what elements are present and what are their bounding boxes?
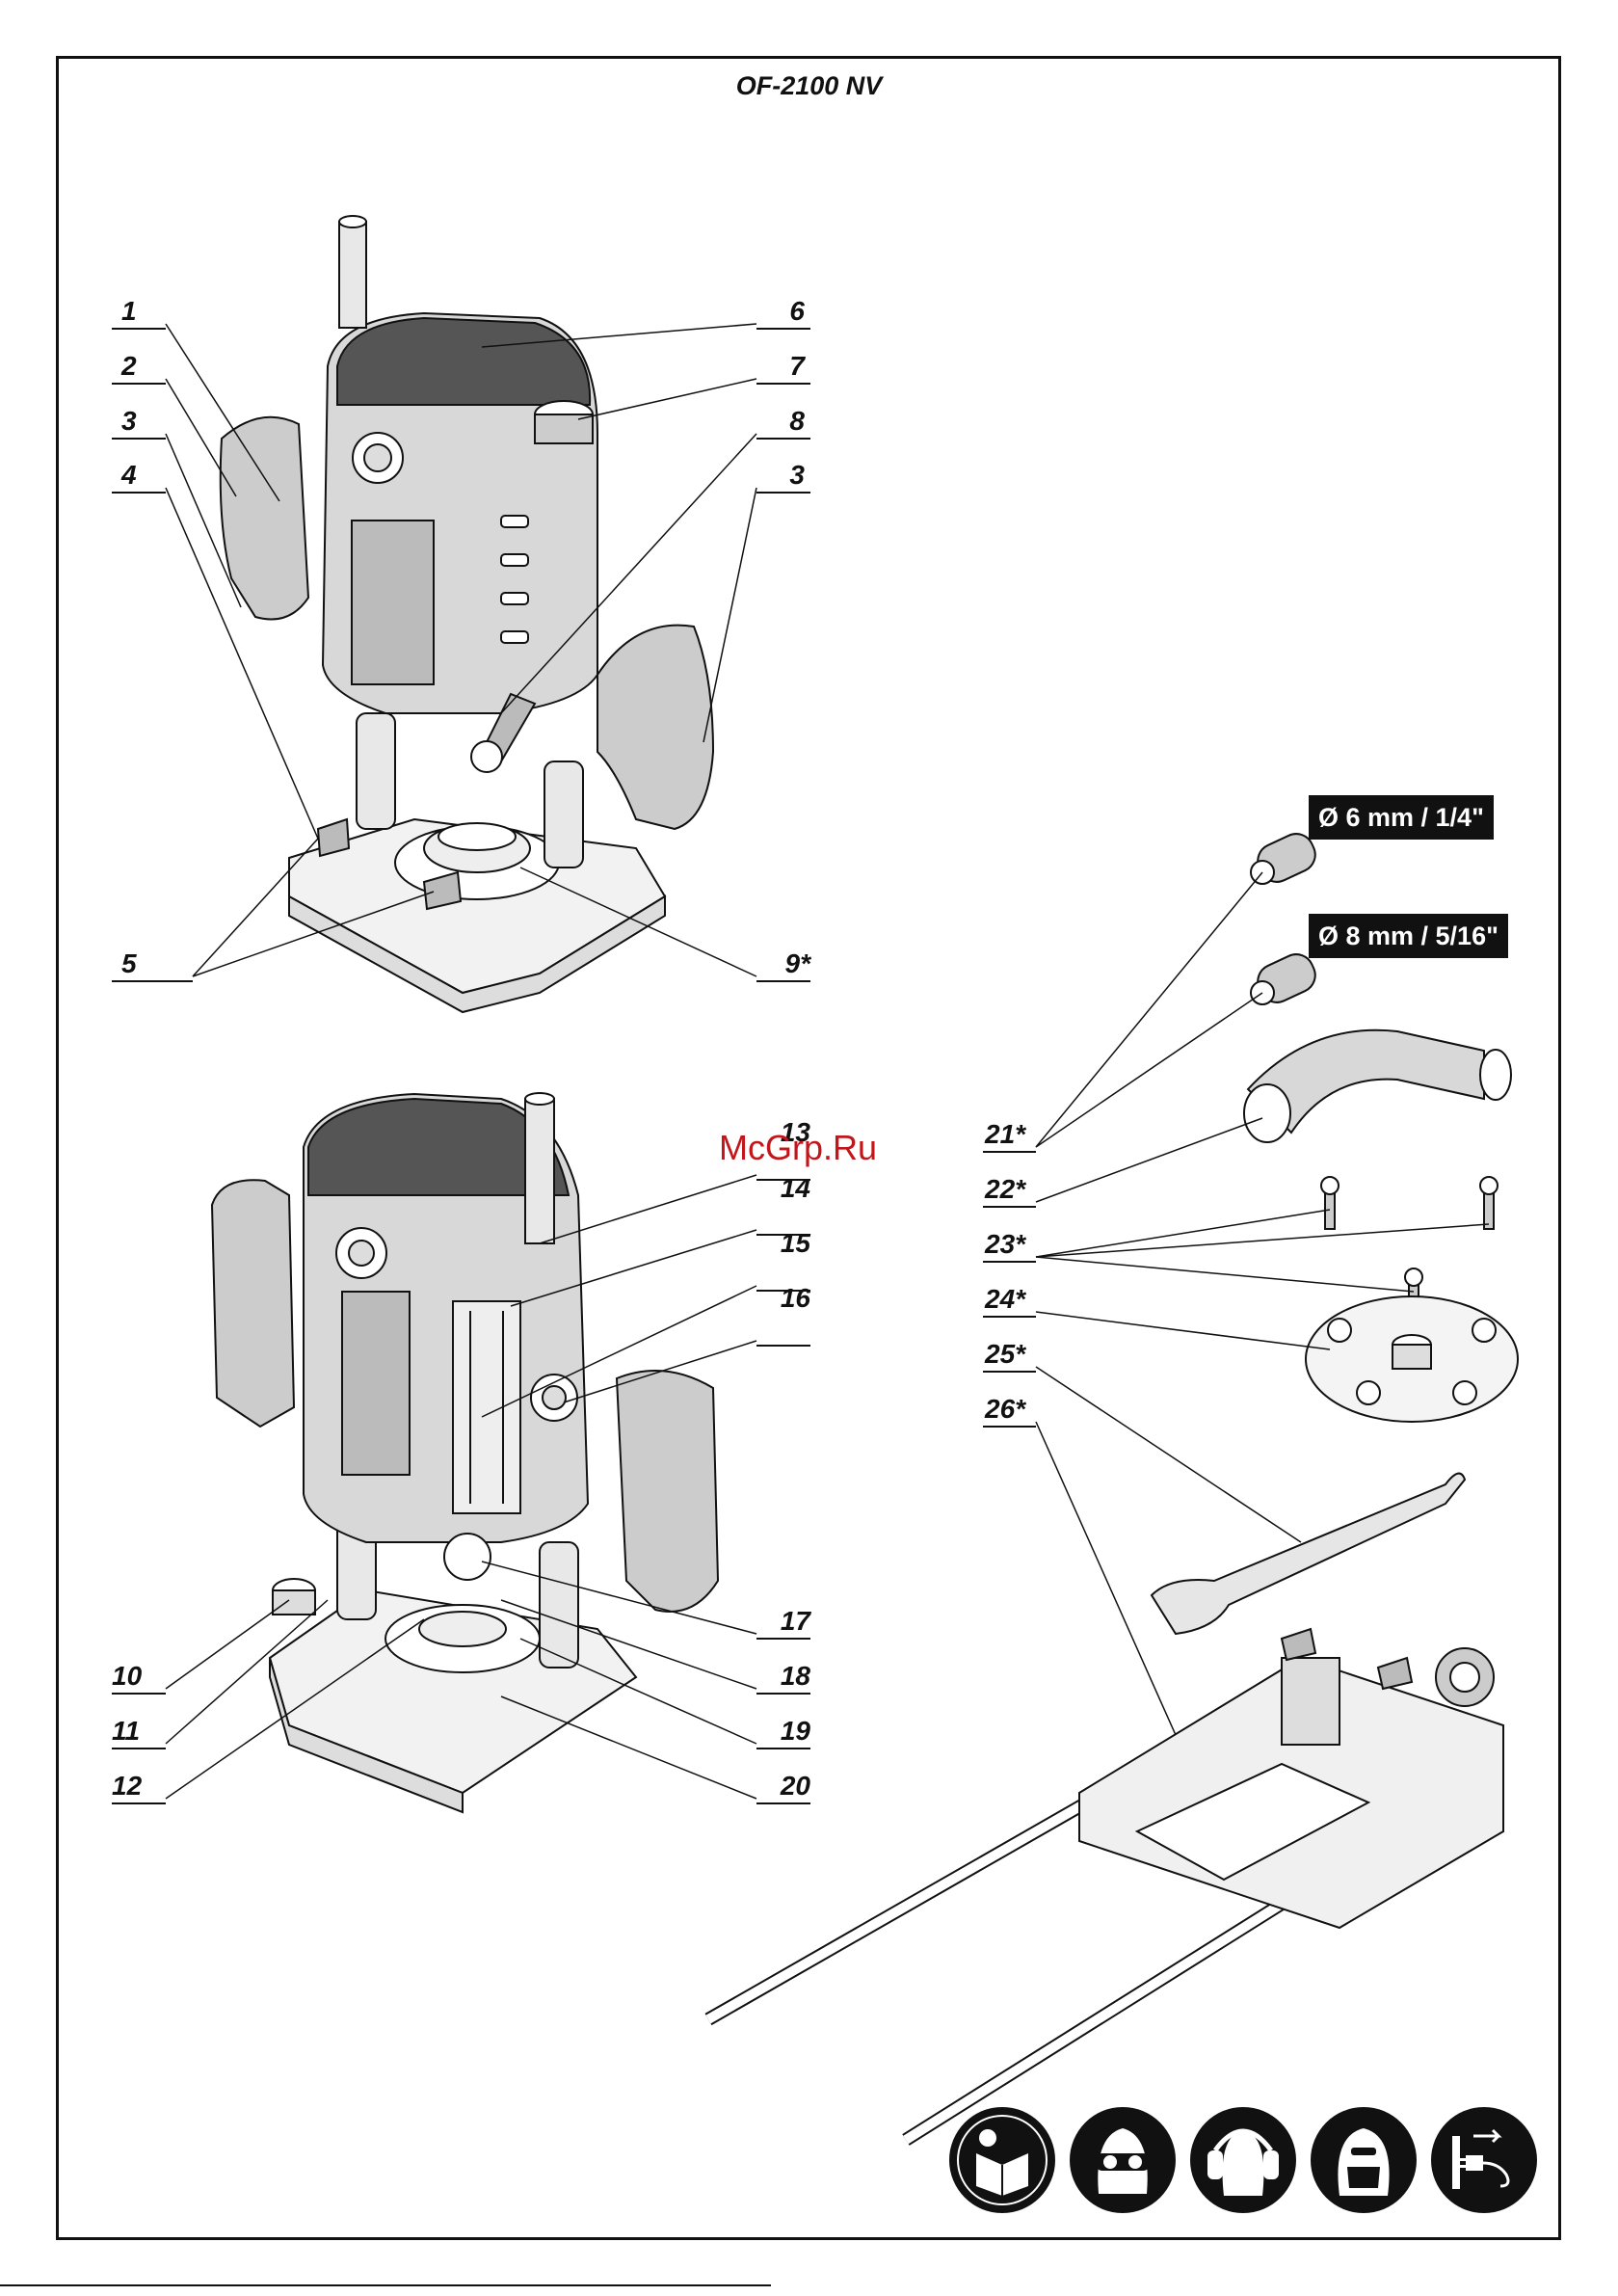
callout-3-left: 3 bbox=[121, 407, 137, 436]
router-lower-illustration bbox=[212, 1093, 718, 1812]
callout-8: 8 bbox=[756, 407, 805, 436]
callout-7: 7 bbox=[756, 352, 805, 381]
callout-4: 4 bbox=[121, 461, 137, 490]
callout-17: 17 bbox=[756, 1607, 810, 1636]
callout-9: 9* bbox=[756, 949, 810, 978]
callout-22: 22* bbox=[985, 1175, 1025, 1204]
collet-tag-6mm: Ø 6 mm / 1/4" bbox=[1309, 795, 1494, 840]
callout-19: 19 bbox=[756, 1717, 810, 1746]
callout-2: 2 bbox=[121, 352, 137, 381]
callout-3-right: 3 bbox=[756, 461, 805, 490]
callout-23: 23* bbox=[985, 1230, 1025, 1259]
watermark: McGrp.Ru bbox=[719, 1128, 877, 1168]
callout-24: 24* bbox=[985, 1285, 1025, 1314]
accessories-illustration bbox=[708, 828, 1518, 2140]
callout-26: 26* bbox=[985, 1395, 1025, 1424]
callout-25: 25* bbox=[985, 1340, 1025, 1369]
callout-20: 20 bbox=[756, 1772, 810, 1801]
dust-mask-icon bbox=[1311, 2107, 1417, 2213]
safety-goggles-icon bbox=[1070, 2107, 1176, 2213]
callout-11: 11 bbox=[112, 1717, 140, 1746]
ear-protection-icon bbox=[1190, 2107, 1296, 2213]
callout-12: 12 bbox=[112, 1772, 142, 1801]
callout-15: 15 bbox=[756, 1229, 810, 1258]
router-upper-illustration bbox=[221, 216, 713, 1012]
unplug-icon bbox=[1431, 2107, 1537, 2213]
callout-6: 6 bbox=[756, 297, 805, 326]
callout-1: 1 bbox=[121, 297, 137, 326]
callout-14: 14 bbox=[756, 1174, 810, 1203]
callout-18: 18 bbox=[756, 1662, 810, 1691]
callout-16: 16 bbox=[756, 1284, 810, 1313]
callout-10: 10 bbox=[112, 1662, 142, 1691]
collet-tag-8mm: Ø 8 mm / 5/16" bbox=[1309, 914, 1508, 958]
callout-5: 5 bbox=[121, 949, 137, 978]
callout-21: 21* bbox=[985, 1120, 1025, 1149]
footer-rule bbox=[0, 2284, 771, 2286]
read-manual-icon bbox=[949, 2107, 1055, 2213]
